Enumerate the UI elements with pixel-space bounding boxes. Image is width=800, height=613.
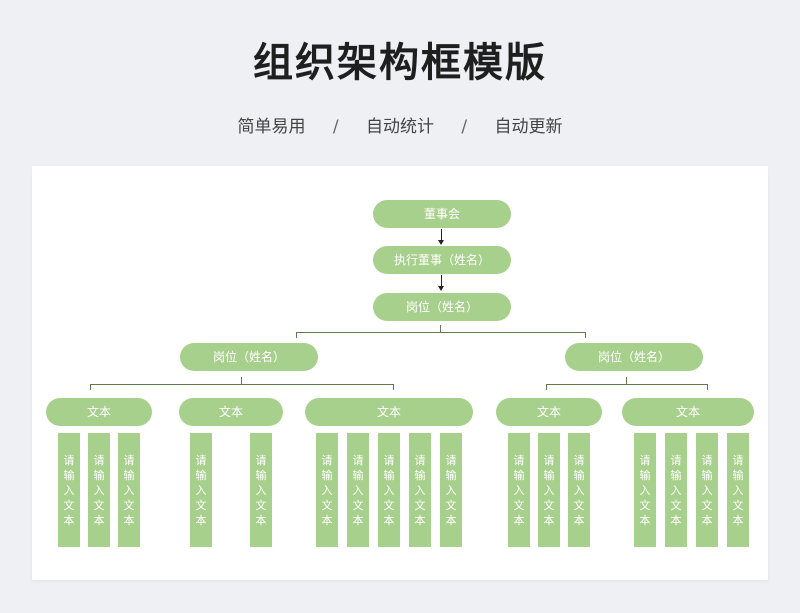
bracket-tick [626,377,627,384]
leaf-box[interactable]: 请输入文本 [58,433,80,547]
position-node[interactable]: 岗位（姓名） [373,293,511,321]
bracket-connector [296,332,586,338]
leaf-box[interactable]: 请输入文本 [508,433,530,547]
arrow-connector [441,275,442,287]
leaf-box[interactable]: 请输入文本 [634,433,656,547]
bracket-connector [546,384,708,390]
team-node[interactable]: 文本 [305,398,473,426]
leaf-box[interactable]: 请输入文本 [118,433,140,547]
arrow-head-icon [438,286,444,291]
leaf-box[interactable]: 请输入文本 [378,433,400,547]
leaf-box[interactable]: 请输入文本 [665,433,687,547]
leaf-box[interactable]: 请输入文本 [409,433,431,547]
leaf-box[interactable]: 请输入文本 [696,433,718,547]
leaf-box[interactable]: 请输入文本 [316,433,338,547]
bracket-tick [440,325,441,332]
leaf-box[interactable]: 请输入文本 [538,433,560,547]
leaf-box[interactable]: 请输入文本 [88,433,110,547]
leaf-box[interactable]: 请输入文本 [250,433,272,547]
separator: / [332,117,339,137]
separator: / [461,117,468,137]
arrow-head-icon [438,240,444,245]
feature-list: 简单易用 / 自动统计 / 自动更新 [0,112,800,137]
team-node[interactable]: 文本 [46,398,152,426]
leaf-box[interactable]: 请输入文本 [190,433,212,547]
bracket-tick [241,377,242,384]
page-title: 组织架构框模版 [253,40,547,86]
leaf-box[interactable]: 请输入文本 [568,433,590,547]
team-node[interactable]: 文本 [622,398,754,426]
feature-item: 自动统计 [366,117,434,137]
bracket-connector [90,384,394,390]
org-chart-card [32,166,768,580]
executive-node[interactable]: 执行董事（姓名） [373,246,511,274]
team-node[interactable]: 文本 [496,398,602,426]
leaf-box[interactable]: 请输入文本 [440,433,462,547]
board-node[interactable]: 董事会 [373,200,511,228]
feature-item: 自动更新 [494,117,563,137]
feature-item: 简单易用 [237,117,306,137]
leaf-box[interactable]: 请输入文本 [727,433,749,547]
team-node[interactable]: 文本 [179,398,283,426]
leaf-box[interactable]: 请输入文本 [347,433,369,547]
manager-node[interactable]: 岗位（姓名） [565,343,703,371]
arrow-connector [441,229,442,241]
manager-node[interactable]: 岗位（姓名） [180,343,318,371]
